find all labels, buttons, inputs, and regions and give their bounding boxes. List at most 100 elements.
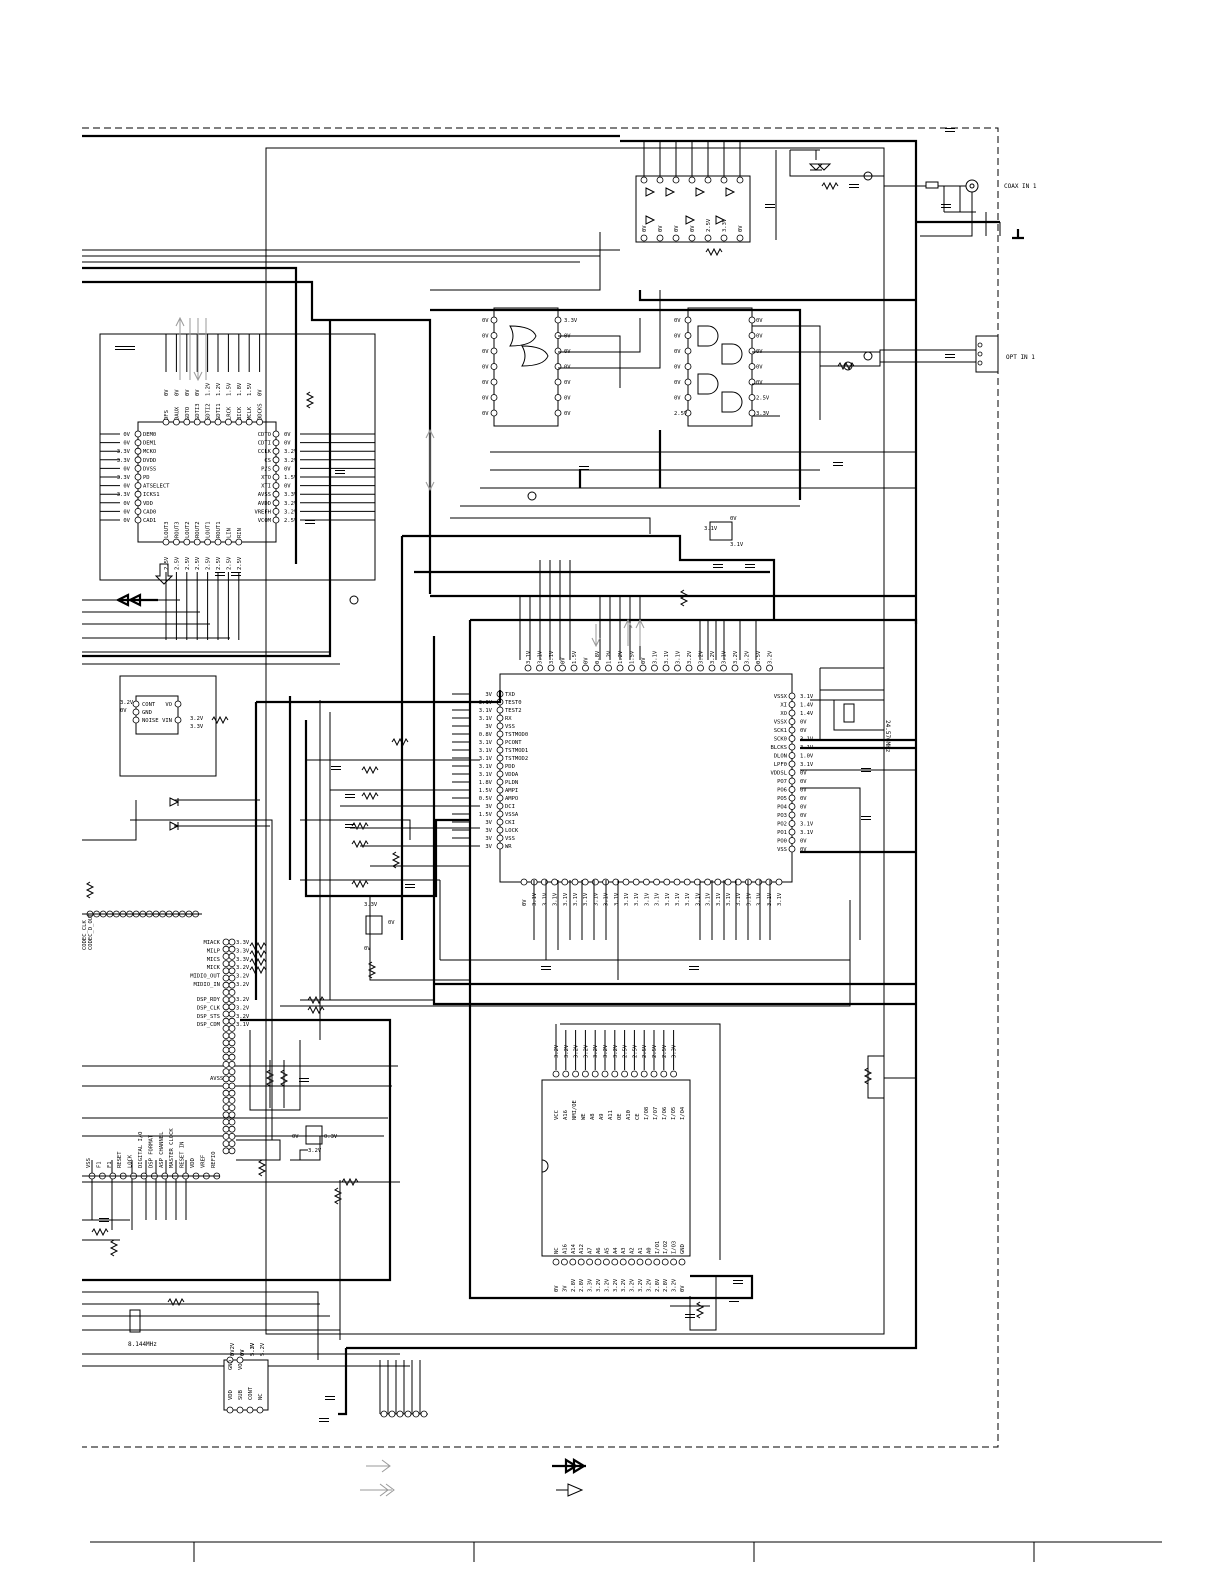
resistor-14 xyxy=(249,957,267,967)
pin-dsp-b23 xyxy=(755,878,762,886)
or-right-volt: 0V xyxy=(564,380,571,386)
pin-conn-col-b15 xyxy=(228,1046,236,1054)
dsp-top-volt: 3.2V xyxy=(710,650,716,664)
adc-bottom-volt: 2.5V xyxy=(237,556,243,570)
pin-dsp-r15 xyxy=(788,820,796,827)
pin-reg2-p2 xyxy=(246,1406,254,1414)
dsp-top-volt: 0V xyxy=(584,657,590,664)
regulator-pin-label: GND xyxy=(142,710,152,716)
pin-sram-b5 xyxy=(594,1258,602,1266)
pin-adc-b1 xyxy=(172,538,180,546)
pin-conn-col-b21 xyxy=(228,1089,236,1097)
pin-dsp-l10 xyxy=(496,770,504,778)
pin-sram-b1 xyxy=(561,1258,568,1266)
crystal-label: 24.576MHz xyxy=(884,720,891,753)
adc-left-volt: 0V xyxy=(123,432,130,438)
pin-reg1-l2 xyxy=(132,716,140,724)
pin-dsp-r14 xyxy=(788,811,796,819)
and-left-volt: 0V xyxy=(674,318,681,324)
dsp-top-volt: 1.2V xyxy=(618,650,624,664)
pin-adc-r6 xyxy=(272,482,280,490)
adc-left-pin-label: DVDD xyxy=(143,458,156,464)
dsp-left-volt: 3V xyxy=(485,844,492,850)
adc-left-pin-label: CAD1 xyxy=(143,518,156,524)
resistor-29 xyxy=(863,1067,873,1085)
connector-signal-volt: 3.3V xyxy=(236,940,250,946)
sram-pin-label: I/O7 xyxy=(653,1107,659,1120)
dsp-left-volt: 3V xyxy=(485,804,492,810)
dsp-top-volt: 0V xyxy=(641,657,647,664)
pin-dsp-t9 xyxy=(628,664,635,672)
pin-and-l6 xyxy=(684,409,692,417)
connector-bottom-label: MASTER CLOCK xyxy=(169,1128,175,1168)
inv-bottom-volt: 0V xyxy=(658,225,664,232)
ground-frame xyxy=(346,139,918,1350)
pin-sram-b8 xyxy=(619,1258,627,1266)
resistor-13 xyxy=(249,949,267,959)
dsp-bottom-volt: 3.1V xyxy=(695,892,701,906)
adc-left-volt: 0V xyxy=(123,441,130,447)
pin-conn-col-a22 xyxy=(222,1097,230,1104)
and-right-volt: 2.5V xyxy=(756,396,770,402)
dsp-bottom-volt: 3.1V xyxy=(593,892,599,906)
dsp-right-pin-label: VSSX xyxy=(774,694,788,700)
resistor-22 xyxy=(257,1159,267,1177)
sram-top-volt: 2.5V xyxy=(652,1044,658,1058)
dsp-top-volt: 3.1V xyxy=(664,650,670,664)
opt-in-label: OPT IN 1 xyxy=(1006,354,1035,361)
pin-conn-col-a6 xyxy=(222,981,230,989)
dsp-left-pin-label: PCONT xyxy=(505,740,522,746)
capacitor-6 xyxy=(765,204,775,208)
capacitor-7 xyxy=(941,204,951,208)
dsp-right-pin-label: VSSX xyxy=(774,720,788,726)
regulator2-pin-label: CONT xyxy=(248,1386,254,1400)
pin-adc-b4 xyxy=(204,538,212,546)
dsp-top-volt: 3.2V xyxy=(733,650,739,664)
or-gate-chip xyxy=(493,307,559,427)
connector-signal-label: MIACK xyxy=(203,940,220,946)
adc-left-pin-label: DEM1 xyxy=(143,441,156,447)
pin-adc-l7 xyxy=(134,490,142,498)
and-right-volt: 0V xyxy=(756,318,763,324)
resistor-7 xyxy=(211,715,229,725)
resistor-12 xyxy=(249,941,267,951)
dsp-left-pin-label: TEST2 xyxy=(505,708,522,714)
pin-adc-l3 xyxy=(134,456,142,464)
adc-bottom-volt: 2.5V xyxy=(185,556,191,570)
dsp-left-volt: 3.1V xyxy=(479,708,493,714)
pin-dsp-b25 xyxy=(775,878,783,886)
dsp-left-pin-label: VSS xyxy=(505,836,515,842)
regulator-pin-label: VO xyxy=(165,702,172,708)
adc-right-volt: 3.2V xyxy=(284,449,298,455)
dsp-right-pin-label: SCK0 xyxy=(774,737,787,743)
dsp-bottom-volt: 3.1V xyxy=(716,892,722,906)
regulator2-volt: 0V xyxy=(240,1349,246,1356)
pin-inv-t0 xyxy=(640,176,648,184)
pin-adc-t3 xyxy=(193,418,201,426)
pin-dsp-t12 xyxy=(662,664,670,672)
pin-conn-col-a17 xyxy=(222,1061,230,1068)
pin-dsp-r7 xyxy=(788,752,796,759)
pin-and-l2 xyxy=(684,347,692,355)
sram-bottom-pin-label: A2 xyxy=(630,1247,636,1254)
pin-inv-b0 xyxy=(640,234,648,242)
pin-and-l0 xyxy=(684,316,692,324)
pin-sram-b10 xyxy=(636,1258,644,1266)
dsp-top-volt: 3.2V xyxy=(745,650,751,664)
connector-signal-volt: 3.2V xyxy=(236,982,250,988)
connector-signal-label: MICS xyxy=(207,957,220,963)
resistor-3 xyxy=(361,791,379,801)
regulator2-volt: 3.3V xyxy=(250,1342,256,1356)
transistor-volt: 3.2V xyxy=(308,1148,322,1154)
title-block xyxy=(90,1541,1162,1562)
dsp-right-pin-label: VSS xyxy=(777,847,787,853)
adc-left-volt: 3.3V xyxy=(117,492,131,498)
pin-adc-r5 xyxy=(272,473,280,481)
sram-bottom-volt: 3.2V xyxy=(672,1278,678,1292)
pin-conn-col-b10 xyxy=(228,1010,236,1018)
dsp-left-volt: 3V xyxy=(485,820,492,826)
diode-d2 xyxy=(169,821,180,831)
regulator2-volt: 0V xyxy=(240,1349,246,1356)
capacitor-11 xyxy=(331,766,341,770)
pin-sram-b6 xyxy=(603,1258,610,1266)
